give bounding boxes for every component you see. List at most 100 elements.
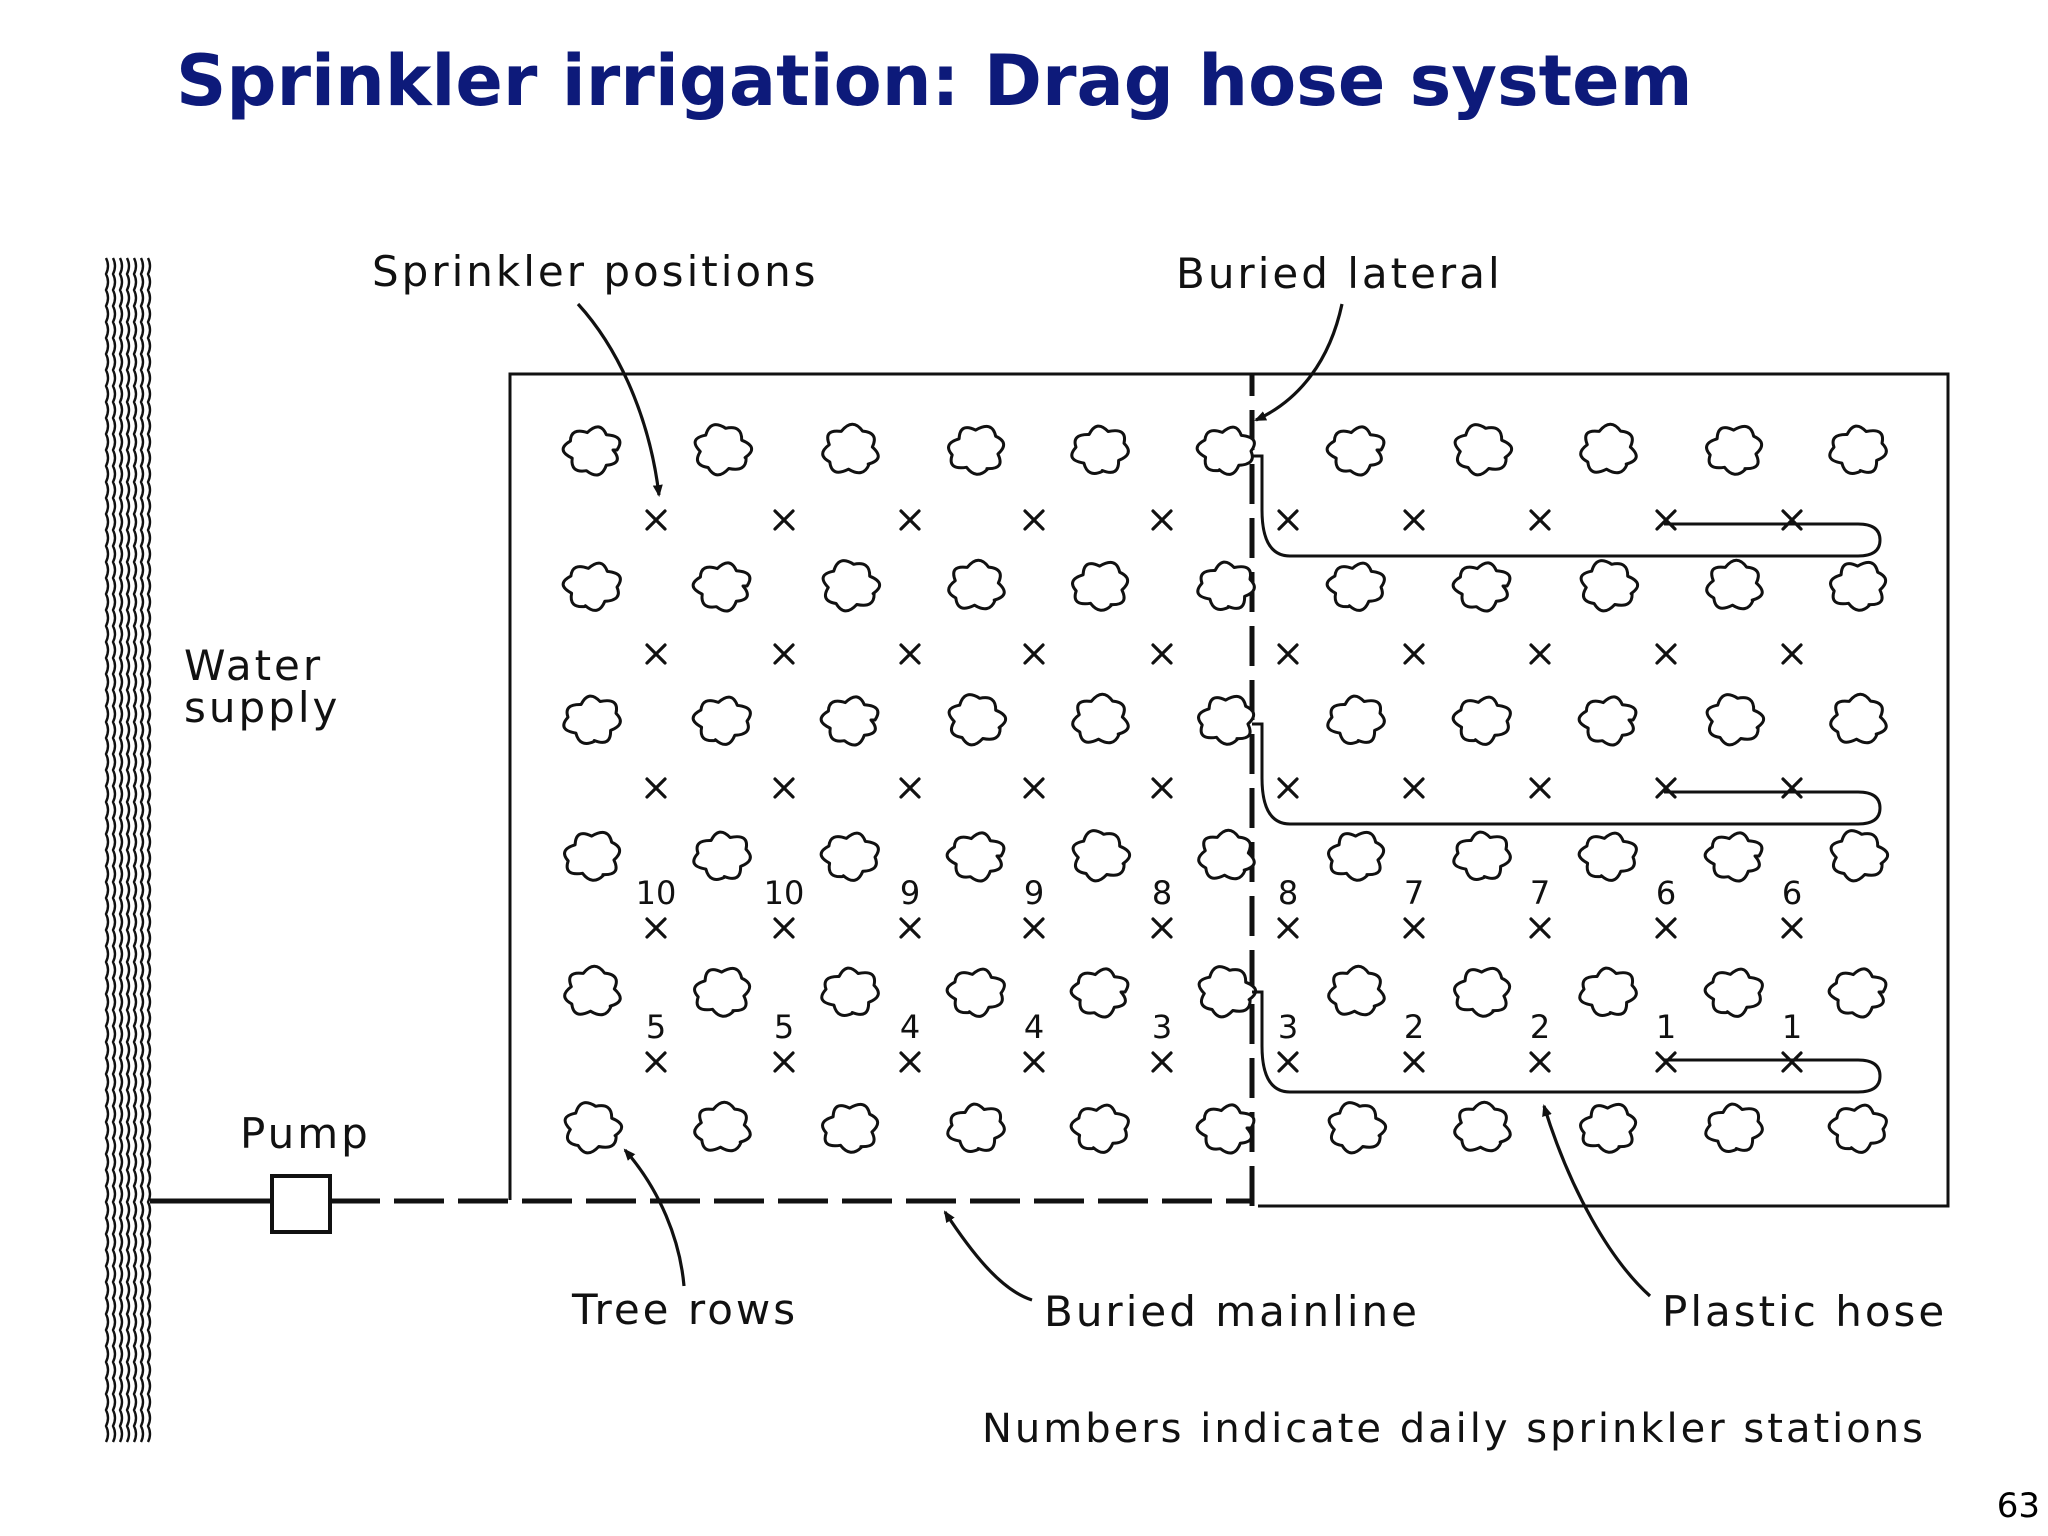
tree	[563, 1101, 624, 1155]
tree	[1071, 560, 1130, 612]
tree	[945, 967, 1006, 1018]
sprinkler-mark	[1151, 1051, 1173, 1073]
sprinkler-mark	[1781, 1051, 1803, 1073]
field-boundary	[508, 372, 1950, 1208]
plastic-hoses-group	[1252, 454, 1882, 1094]
tree	[1069, 967, 1130, 1019]
sprinkler-mark	[1277, 509, 1299, 531]
tree-rows-group	[561, 422, 1890, 1155]
plastic-hose	[1252, 454, 1882, 558]
sprinkler-mark	[773, 509, 795, 531]
tree	[1197, 965, 1258, 1019]
sprinkler-mark	[645, 643, 667, 665]
tree	[1195, 425, 1256, 476]
tree	[1069, 1103, 1130, 1154]
tree	[819, 831, 880, 882]
tree	[1579, 1102, 1638, 1154]
tree	[561, 425, 622, 477]
tree	[691, 561, 752, 613]
tree	[1829, 692, 1888, 745]
water-wave-line	[132, 257, 138, 1443]
sprinkler-positions-group	[645, 509, 1803, 1073]
station-number: 5	[646, 1008, 666, 1046]
tree	[821, 422, 880, 475]
sprinkler-mark	[1655, 509, 1677, 531]
plastic-hose	[1252, 722, 1882, 826]
sprinkler-mark	[1781, 777, 1803, 799]
stations-caption: Numbers indicate daily sprinkler station…	[982, 1406, 1926, 1452]
tree	[1327, 1101, 1388, 1155]
station-number: 2	[1404, 1008, 1424, 1046]
sprinkler-mark	[1403, 643, 1425, 665]
tree-rows-label: Tree rows	[571, 1285, 798, 1334]
tree	[1577, 695, 1638, 747]
sprinkler-mark	[645, 509, 667, 531]
sprinkler-mark	[899, 1051, 921, 1073]
tree	[947, 693, 1008, 747]
station-number: 9	[900, 874, 920, 912]
buried-mainline-arrow	[943, 1210, 1033, 1302]
slide-title: Sprinkler irrigation: Drag hose system	[176, 40, 1693, 122]
plastic-hose-label: Plastic hose	[1662, 1287, 1947, 1336]
tree	[946, 1102, 1006, 1153]
station-number: 9	[1024, 874, 1044, 912]
sprinkler-mark	[899, 917, 921, 939]
tree	[1829, 560, 1888, 612]
tree	[562, 694, 622, 745]
station-number: 4	[1024, 1008, 1044, 1046]
station-number: 1	[1656, 1008, 1676, 1046]
tree	[1071, 829, 1132, 883]
tree	[1829, 829, 1890, 883]
station-number: 8	[1278, 874, 1298, 912]
sprinkler-mark	[1403, 1051, 1425, 1073]
tree	[1327, 964, 1386, 1017]
tree	[947, 558, 1006, 611]
sprinkler-mark	[1529, 643, 1551, 665]
tree	[820, 966, 880, 1017]
tree	[1828, 424, 1888, 475]
sprinkler-mark	[899, 777, 921, 799]
tree	[945, 831, 1006, 883]
sprinkler-mark	[773, 643, 795, 665]
sprinkler-mark	[1403, 509, 1425, 531]
sprinkler-mark	[1023, 509, 1045, 531]
sprinkler-mark	[1023, 1051, 1045, 1073]
tree	[1451, 695, 1512, 746]
sprinkler-mark	[1023, 917, 1045, 939]
water-supply-label-line1: Water	[184, 641, 323, 690]
pump-box	[270, 1174, 332, 1234]
station-number: 3	[1278, 1008, 1298, 1046]
station-number: 7	[1404, 874, 1424, 912]
sprinkler-mark	[1655, 777, 1677, 799]
tree	[692, 830, 752, 881]
station-number: 3	[1152, 1008, 1172, 1046]
sprinkler-mark	[1023, 643, 1045, 665]
sprinkler-mark	[1781, 643, 1803, 665]
sprinkler-mark	[1277, 1051, 1299, 1073]
water-wave-line	[104, 257, 110, 1443]
sprinkler-mark	[1151, 643, 1173, 665]
water-wave-line	[139, 257, 145, 1443]
page-number: 63	[1996, 1486, 2040, 1526]
tree	[1705, 693, 1766, 747]
tree	[1070, 424, 1130, 475]
tree	[1453, 423, 1514, 477]
tree	[1327, 830, 1386, 882]
sprinkler-mark	[1655, 1051, 1677, 1073]
water-supply-label-line2: supply	[184, 683, 340, 732]
water-wave-line	[111, 257, 117, 1443]
tree	[1703, 967, 1764, 1018]
tree	[1703, 831, 1764, 883]
station-number: 4	[900, 1008, 920, 1046]
sprinkler-positions-label: Sprinkler positions	[372, 247, 819, 296]
water-wave-line	[118, 257, 124, 1443]
plastic-hose-arrow	[1542, 1104, 1652, 1298]
tree	[1325, 561, 1386, 612]
water-supply-waves	[104, 257, 152, 1443]
sprinkler-mark	[1151, 509, 1173, 531]
tree	[563, 830, 622, 882]
tree	[1579, 559, 1640, 613]
sprinkler-mark	[773, 1051, 795, 1073]
sprinkler-mark	[645, 917, 667, 939]
tree	[1705, 558, 1764, 611]
